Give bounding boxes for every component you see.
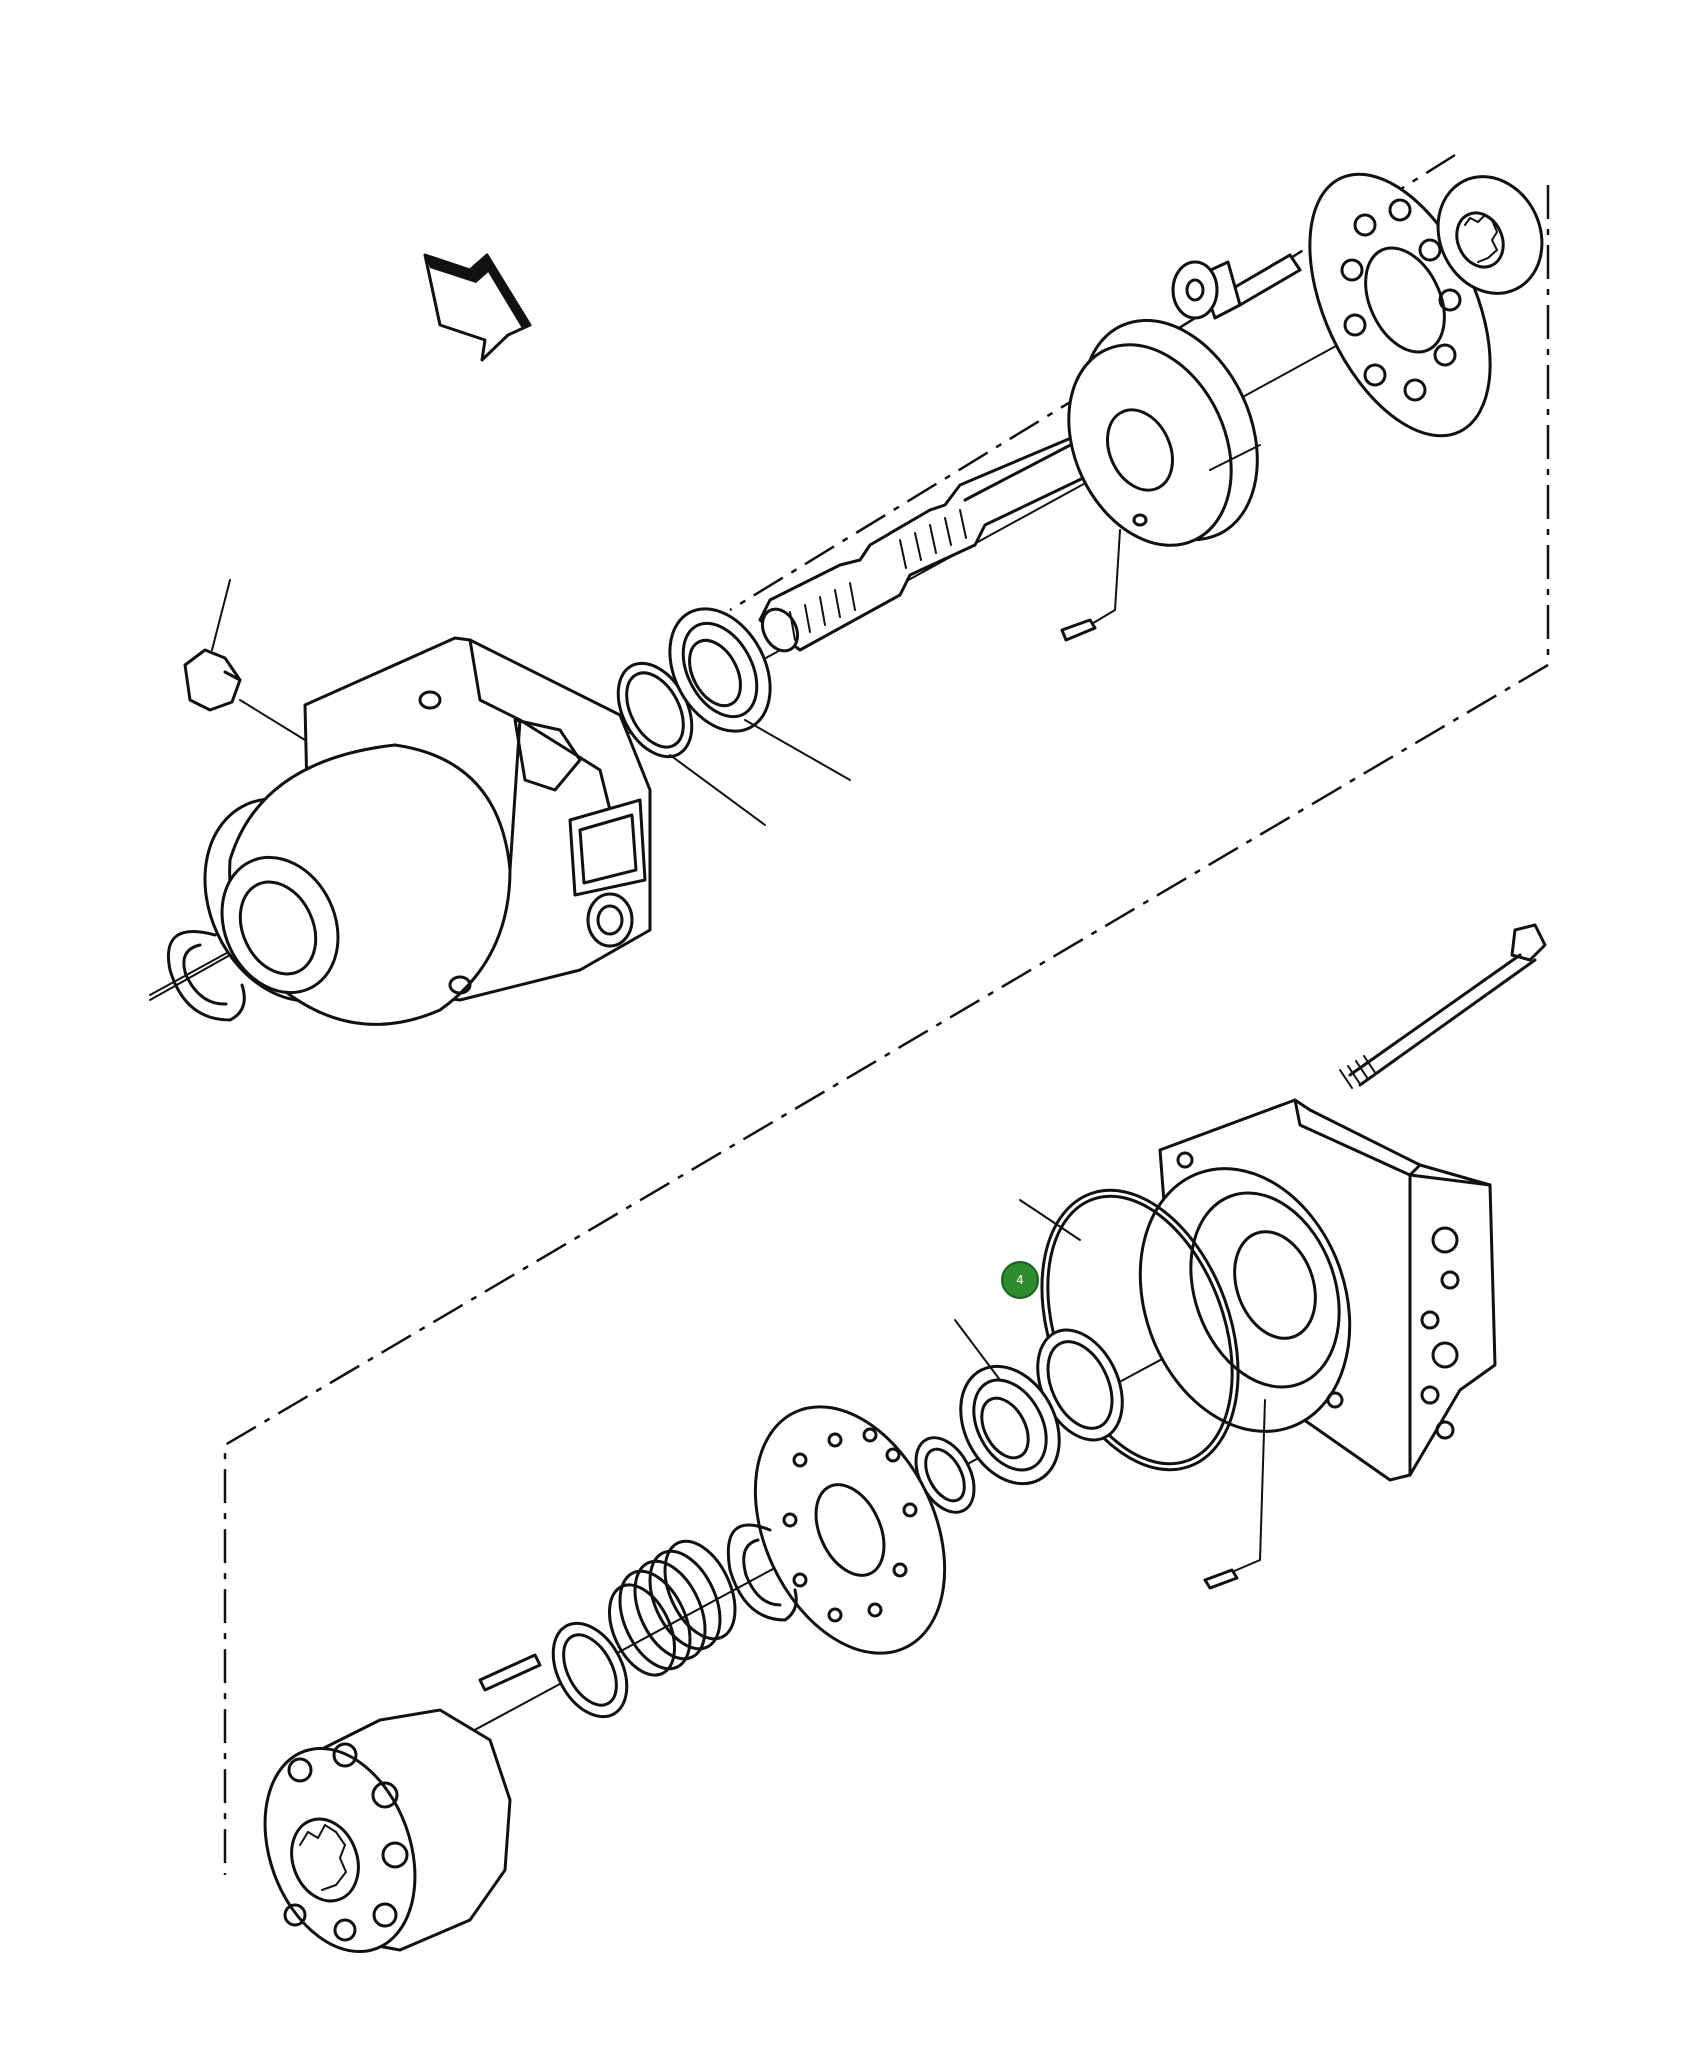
valve-plate (753, 1405, 947, 1655)
motor-housing (203, 636, 652, 1026)
lower-assembly (263, 923, 1547, 1954)
callout-4-marker[interactable] (1001, 1261, 1039, 1299)
callout-4[interactable]: 4 (1001, 1261, 1039, 1299)
pin (478, 1653, 542, 1692)
piston (1171, 253, 1302, 320)
ball-bearing-lower (954, 1319, 1061, 1486)
plug (183, 579, 306, 741)
drive-shaft (758, 428, 1127, 653)
view-direction-arrow (423, 253, 532, 362)
spline-hub (1436, 175, 1544, 295)
ball-bearing-upper (668, 607, 851, 781)
flange-plate (1060, 318, 1261, 642)
snap-ring-lower (726, 1523, 798, 1622)
cylinder-block (263, 1708, 512, 1954)
bolt (1339, 923, 1547, 1089)
callout-4-label: 4 (1016, 1273, 1024, 1287)
snap-ring-upper (149, 930, 246, 1022)
assembly-boundary (223, 153, 1550, 1875)
washer (551, 1621, 629, 1719)
upper-assembly (149, 172, 1544, 1026)
seal-ring (616, 661, 766, 826)
spring (608, 1539, 737, 1677)
end-cover (1138, 1098, 1497, 1590)
